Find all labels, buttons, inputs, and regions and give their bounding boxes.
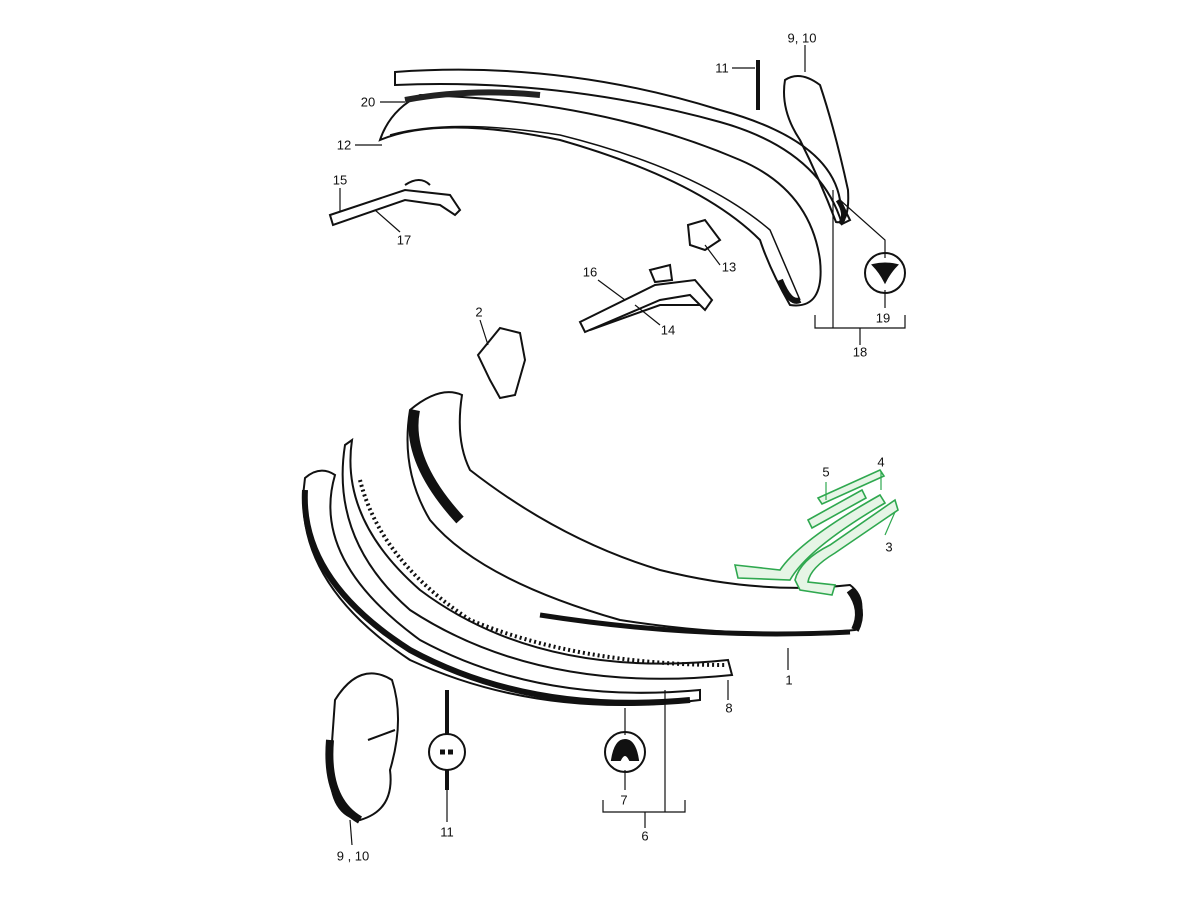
profile-circle-11 (428, 733, 466, 771)
label-9-10-top: 9, 10 (787, 30, 817, 46)
label-14: 14 (660, 322, 676, 338)
rubber-strip-8 (341, 437, 734, 680)
label-3: 3 (885, 539, 893, 555)
label-19: 19 (875, 310, 891, 326)
label-1: 1 (785, 672, 793, 688)
label-16: 16 (582, 264, 598, 280)
label-9-10-bottom: 9 , 10 (336, 848, 370, 864)
bracket-4 (733, 493, 887, 581)
label-20: 20 (360, 94, 376, 110)
leader-lines (339, 45, 906, 846)
top-bumper-guard (783, 75, 850, 226)
bracket-2 (476, 326, 527, 400)
label-2: 2 (475, 304, 483, 320)
front-bumper (406, 391, 863, 637)
profile-circle-7 (604, 731, 646, 773)
rear-bumper (378, 68, 852, 307)
seal-profile-icon (871, 262, 899, 285)
label-5: 5 (822, 464, 830, 480)
label-11-bottom: 11 (440, 824, 454, 840)
lower-trim-6 (301, 469, 701, 706)
label-17: 17 (396, 232, 412, 248)
label-11-top: 11 (715, 60, 729, 76)
trim-profile-icon (610, 738, 640, 761)
bracket-16-14 (578, 263, 714, 334)
highlighted-brackets (733, 468, 899, 596)
label-6: 6 (641, 828, 649, 844)
bracket-3 (794, 498, 899, 596)
bracket-5 (806, 488, 868, 530)
label-8: 8 (725, 700, 733, 716)
bracket-15-17 (328, 179, 462, 227)
label-12: 12 (336, 137, 352, 153)
profile-circle-19 (864, 252, 906, 294)
label-4: 4 (877, 454, 885, 470)
bracket-5-plate (816, 468, 886, 506)
bracket-13 (686, 218, 722, 252)
bottom-bumper-guard (325, 672, 399, 824)
label-13: 13 (721, 259, 737, 275)
highlight-leaders (825, 472, 896, 536)
label-15: 15 (332, 172, 348, 188)
label-7: 7 (620, 792, 628, 808)
label-18: 18 (852, 344, 868, 360)
